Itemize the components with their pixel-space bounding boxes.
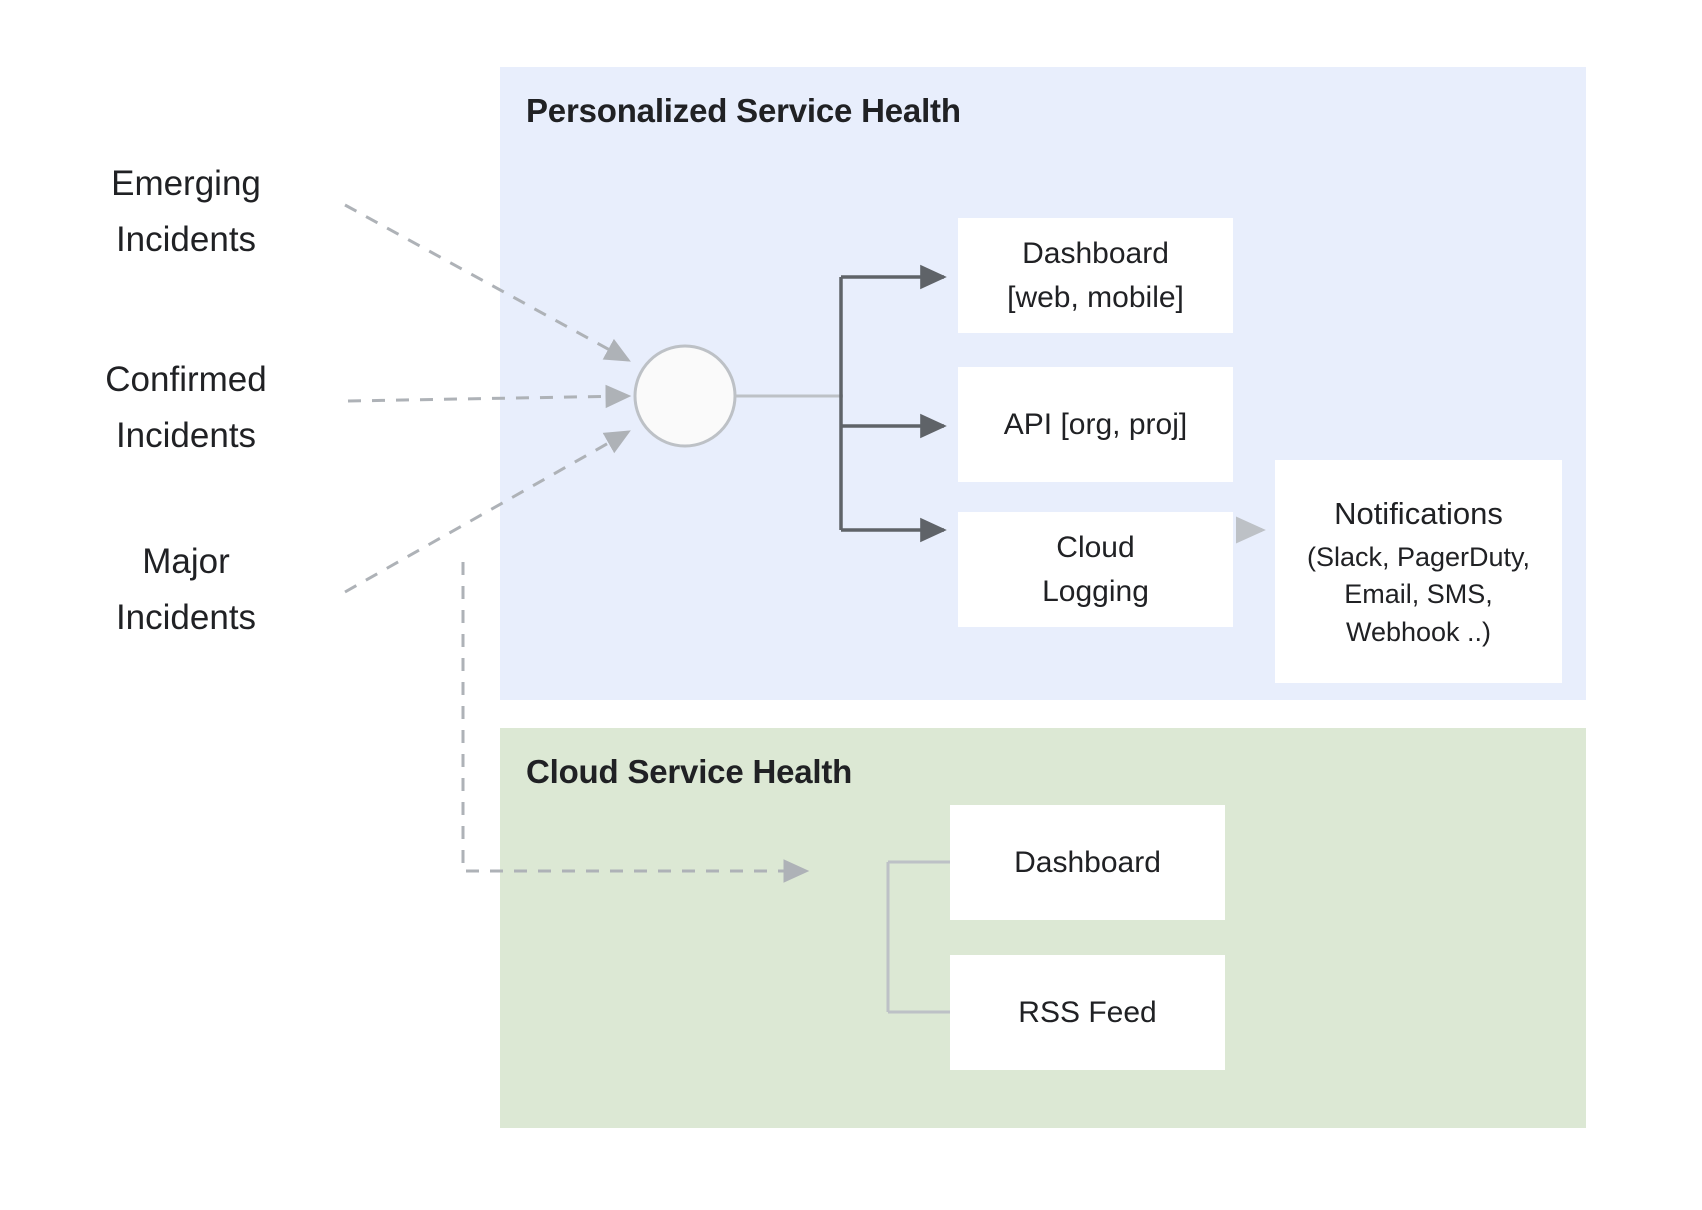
source-label-line2: Incidents (115, 598, 257, 637)
node-label-line1: API [org, proj] (1003, 407, 1188, 441)
node-box-cloud-logging[interactable]: Cloud Logging (958, 512, 1233, 627)
source-label-line1: Confirmed (105, 360, 267, 399)
source-label-line1: Major (142, 542, 230, 581)
node-label-line1: Dashboard (1022, 237, 1169, 270)
node-label-line2: Logging (1042, 574, 1149, 608)
node-label-line2: [web, mobile] (1007, 280, 1184, 314)
notifications-detail-line1: (Slack, PagerDuty, (1306, 542, 1531, 573)
node-box-notifications[interactable]: Notifications (Slack, PagerDuty, Email, … (1275, 460, 1562, 683)
source-label-emerging-incidents: Emerging Incidents (26, 156, 346, 268)
node-label-line1: Cloud (1056, 531, 1135, 564)
source-label-line2: Incidents (115, 416, 257, 455)
notifications-detail-line2: Email, SMS, (1344, 579, 1493, 610)
source-label-major-incidents: Major Incidents (26, 534, 346, 646)
panel-title-personalized-service-health: Personalized Service Health (526, 92, 961, 129)
source-label-line1: Emerging (111, 164, 261, 203)
source-label-line2: Incidents (115, 220, 257, 259)
notifications-detail-line3: Webhook ..) (1345, 616, 1492, 647)
panel-title-cloud-service-health: Cloud Service Health (526, 753, 853, 790)
node-label-line1: Dashboard (1014, 845, 1161, 879)
node-box-dashboard-web-mobile[interactable]: Dashboard [web, mobile] (958, 218, 1233, 333)
node-box-cloud-service-health-dashboard[interactable]: Dashboard (950, 805, 1225, 920)
node-box-api-org-proj[interactable]: API [org, proj] (958, 367, 1233, 482)
source-label-confirmed-incidents: Confirmed Incidents (26, 352, 346, 464)
notifications-title: Notifications (1334, 496, 1503, 532)
node-label-line1: RSS Feed (1018, 995, 1157, 1029)
node-box-rss-feed[interactable]: RSS Feed (950, 955, 1225, 1070)
